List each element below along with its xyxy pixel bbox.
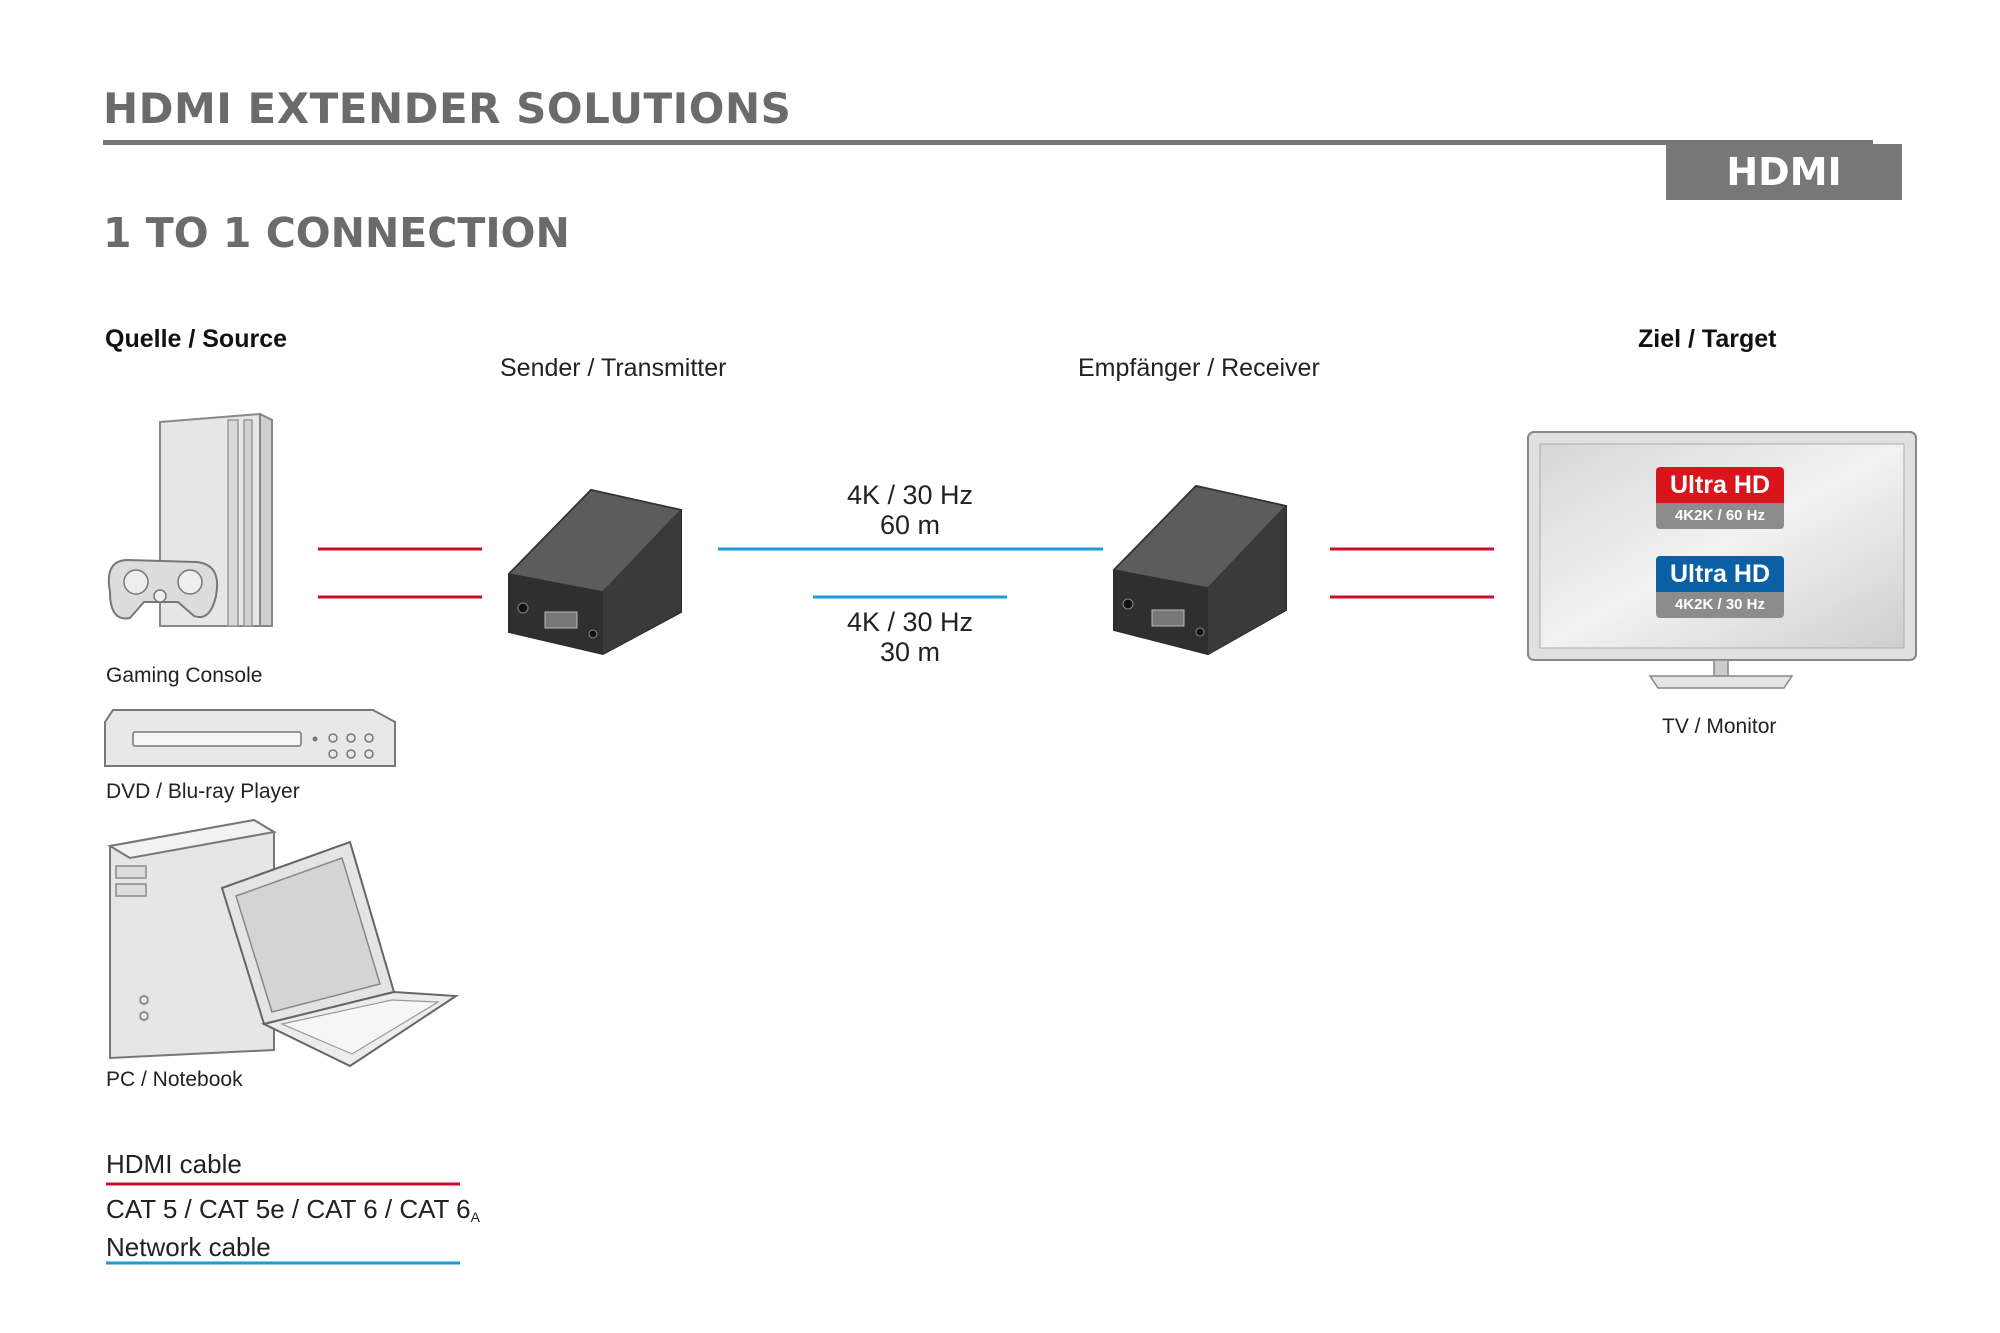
- hdmi-tab: HDMI: [1666, 144, 1902, 200]
- legend-hdmi-label: HDMI cable: [106, 1149, 242, 1179]
- receiver-device: [1112, 484, 1288, 656]
- badge-uhd-30: Ultra HD 4K2K / 30 Hz: [1656, 556, 1784, 618]
- dvd-player-illustration: [104, 709, 396, 767]
- link-spec-short-distance: 30 m: [879, 637, 941, 667]
- legend-network-line2: Network cable: [106, 1232, 271, 1262]
- link-spec-short-resolution: 4K / 30 Hz: [846, 607, 974, 637]
- link-spec-long: 4K / 30 Hz 60 m: [800, 480, 1020, 540]
- section-subtitle: 1 TO 1 CONNECTION: [103, 209, 570, 257]
- page-title: HDMI EXTENDER SOLUTIONS: [103, 84, 792, 133]
- pc-notebook-illustration: [107, 818, 460, 1068]
- receiver-heading: Empfänger / Receiver: [1078, 354, 1320, 382]
- gaming-console-illustration: [107, 412, 273, 627]
- source-label-pc: PC / Notebook: [106, 1068, 243, 1091]
- legend-network-line1: CAT 5 / CAT 5e / CAT 6 / CAT 6: [106, 1194, 471, 1224]
- source-label-dvd: DVD / Blu-ray Player: [106, 780, 300, 803]
- link-spec-short: 4K / 30 Hz 30 m: [800, 607, 1020, 667]
- target-heading: Ziel / Target: [1638, 325, 1777, 353]
- badge-uhd-60-sub: 4K2K / 60 Hz: [1656, 503, 1784, 529]
- badge-uhd-60-title: Ultra HD: [1656, 467, 1784, 503]
- legend-network-label: CAT 5 / CAT 5e / CAT 6 / CAT 6A Network …: [106, 1194, 480, 1262]
- badge-uhd-30-title: Ultra HD: [1656, 556, 1784, 592]
- source-heading: Quelle / Source: [105, 325, 288, 353]
- link-spec-long-resolution: 4K / 30 Hz: [846, 480, 974, 510]
- link-spec-long-distance: 60 m: [879, 510, 941, 540]
- badge-uhd-60: Ultra HD 4K2K / 60 Hz: [1656, 467, 1784, 529]
- source-label-gaming: Gaming Console: [106, 664, 263, 687]
- title-rule: [103, 140, 1873, 145]
- gamepad-icon: [107, 558, 218, 620]
- target-label: TV / Monitor: [1662, 715, 1777, 738]
- transmitter-device: [507, 488, 683, 656]
- badge-uhd-30-sub: 4K2K / 30 Hz: [1656, 592, 1784, 618]
- transmitter-heading: Sender / Transmitter: [500, 354, 727, 382]
- legend-network-sub: A: [470, 1209, 480, 1225]
- notebook-icon: [220, 840, 460, 1068]
